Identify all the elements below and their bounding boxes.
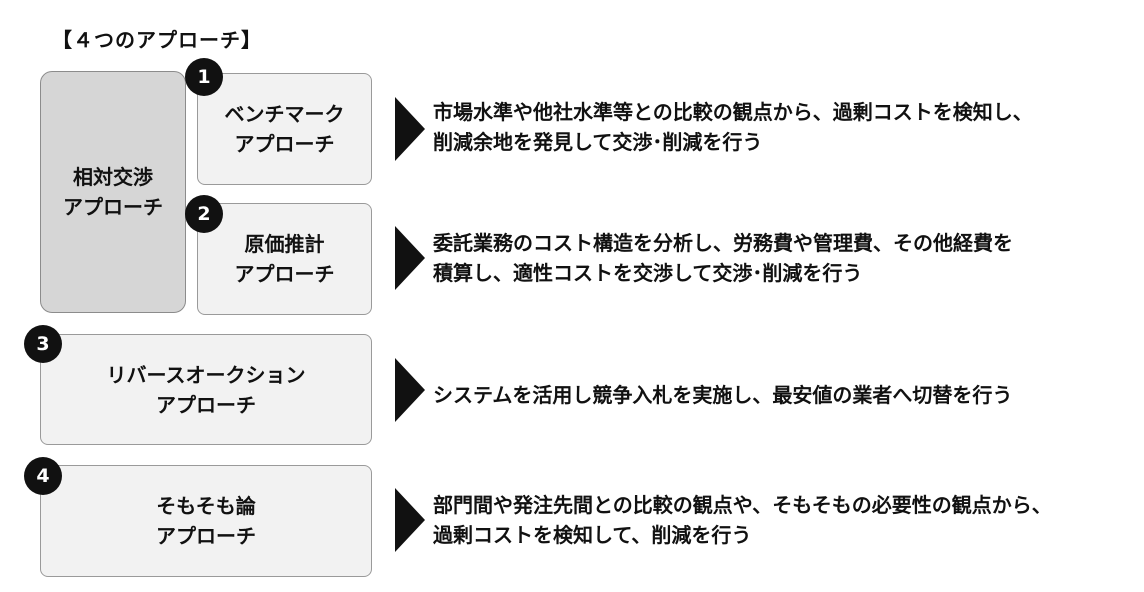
cost-estimation-approach-box: 原価推計 アプローチ: [197, 203, 372, 315]
number-badge-1: 1: [185, 58, 223, 96]
benchmark-approach-box: ベンチマーク アプローチ: [197, 73, 372, 185]
number-badge-2: 2: [185, 195, 223, 233]
number-badge-3: 3: [24, 325, 62, 363]
benchmark-description: 市場水準や他社水準等との比較の観点から、過剰コストを検知し、 削減余地を発見して…: [433, 100, 1033, 154]
cost-estimation-description: 委託業務のコスト構造を分析し、労務費や管理費、その他経費を 積算し、適性コストを…: [433, 231, 1013, 285]
page-title: 【４つのアプローチ】: [52, 28, 262, 52]
number-badge-4: 4: [24, 457, 62, 495]
reverse-auction-approach-box: リバースオークション アプローチ: [40, 334, 372, 445]
arrow-right-icon-4: [395, 488, 425, 552]
fundamental-description: 部門間や発注先間との比較の観点や、そもそもの必要性の観点から、 過剰コストを検知…: [433, 493, 1052, 547]
arrow-right-icon-3: [395, 358, 425, 422]
arrow-right-icon-2: [395, 226, 425, 290]
arrow-right-icon-1: [395, 97, 425, 161]
reverse-auction-description: システムを活用し競争入札を実施し、最安値の業者へ切替を行う: [433, 383, 1013, 407]
fundamental-approach-box: そもそも論 アプローチ: [40, 465, 372, 577]
relative-negotiation-box: 相対交渉 アプローチ: [40, 71, 186, 313]
